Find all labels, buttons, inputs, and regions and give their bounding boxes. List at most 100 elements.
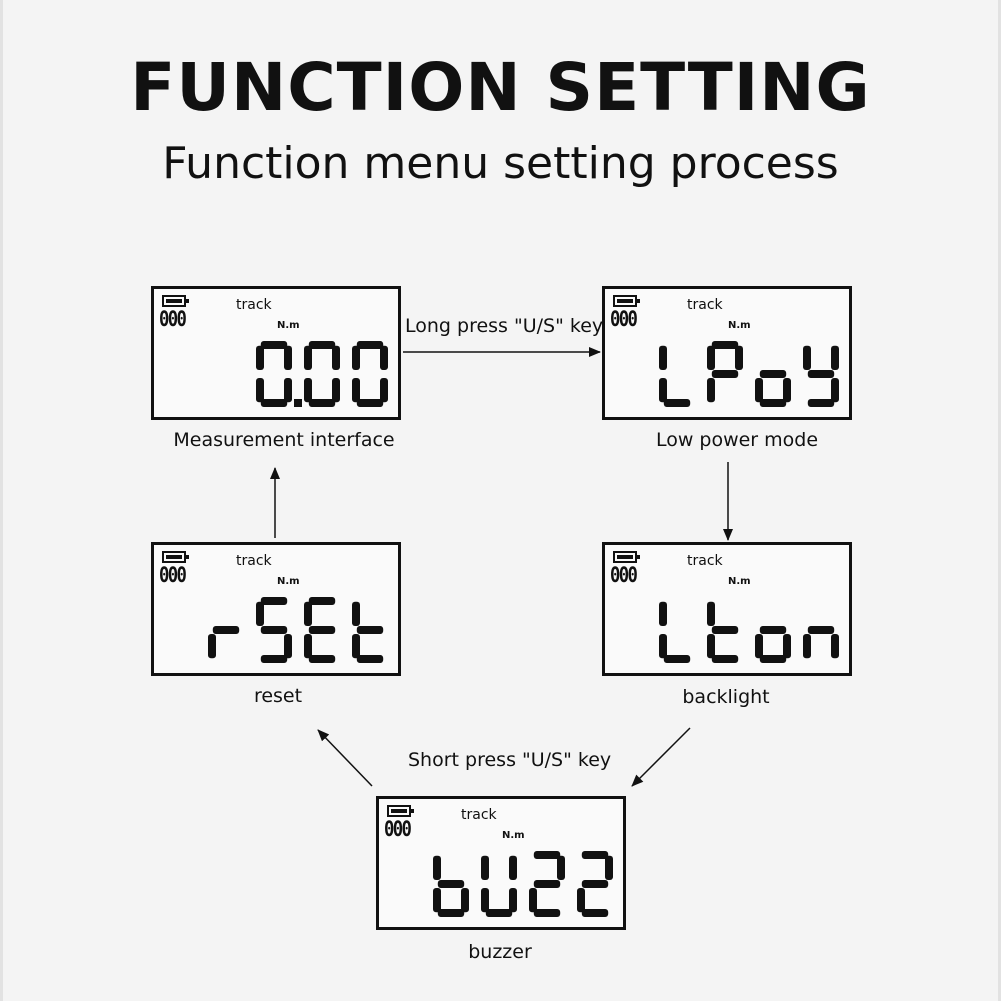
lcd-segment-d <box>260 399 288 407</box>
lcd-segment-c <box>284 634 292 659</box>
battery-icon <box>162 295 189 307</box>
lcd-digit <box>659 601 691 663</box>
lcd-segment-d <box>308 655 336 663</box>
lcd-segment-b <box>509 855 517 880</box>
lcd-segment-d <box>485 909 513 917</box>
lcd-segment-e <box>352 634 360 659</box>
lcd-segment-c <box>831 634 839 659</box>
lcd-segment-b <box>605 855 613 880</box>
lcd-digit <box>577 851 613 917</box>
caption-backlight: backlight <box>682 686 770 708</box>
lcd-segment-e <box>755 378 763 403</box>
lcd-segment-f <box>707 345 715 370</box>
lcd-digit <box>256 597 292 663</box>
lcd-segment-e <box>208 634 216 659</box>
lcd-segment-g <box>759 370 787 378</box>
lcd-digit <box>433 855 469 917</box>
lcd-segment-f <box>352 601 360 626</box>
status-digits: 000 <box>159 307 187 331</box>
lcd-segment-a <box>308 597 336 605</box>
lcd-segment-e <box>529 888 537 913</box>
lcd-segment-b <box>735 345 743 370</box>
lcd-segment-c <box>783 634 791 659</box>
lcd-digit <box>352 601 384 663</box>
unit-label: N.m <box>277 576 300 587</box>
lcd-segment-b <box>557 855 565 880</box>
lcd-segment-a <box>260 597 288 605</box>
lcd-segment-e <box>256 378 264 403</box>
mode-label: track <box>236 553 272 569</box>
caption-reset: reset <box>253 685 303 707</box>
lcd-segment-e <box>659 378 667 403</box>
lcd-segment-g <box>212 626 240 634</box>
lcd-segment-d <box>759 655 787 663</box>
main-display-backlight <box>659 601 839 663</box>
lcd-segment-d <box>437 909 465 917</box>
main-display-measurement <box>256 341 388 407</box>
caption-buzzer: buzzer <box>468 941 532 963</box>
arrow-backlight-to-buzzer <box>631 727 691 787</box>
status-digits: 000 <box>159 563 187 587</box>
lcd-digit <box>707 341 743 403</box>
unit-label: N.m <box>728 576 751 587</box>
battery-icon <box>162 551 189 563</box>
lcd-segment-e <box>577 888 585 913</box>
lcd-segment-d <box>759 399 787 407</box>
caption-measurement: Measurement interface <box>173 429 395 451</box>
lcd-segment-d <box>260 655 288 663</box>
lcd-segment-c <box>831 378 839 403</box>
main-display-buzzer <box>433 851 613 917</box>
battery-icon <box>387 805 414 817</box>
lcd-digit <box>352 341 388 407</box>
lcd-segment-b <box>332 345 340 370</box>
lcd-segment-c <box>284 378 292 403</box>
lcd-segment-g <box>308 626 336 634</box>
lcd-segment-g <box>807 626 835 634</box>
lcd-segment-e <box>755 634 763 659</box>
lcd-segment-e <box>433 888 441 913</box>
lcd-segment-a <box>260 341 288 349</box>
lcd-digit <box>481 855 517 917</box>
lcd-segment-f <box>304 345 312 370</box>
long-press-label: Long press "U/S" key <box>405 315 604 337</box>
lcd-digit <box>304 341 340 407</box>
lcd-digit <box>755 626 791 663</box>
short-press-label: Short press "U/S" key <box>408 749 612 771</box>
lcd-segment-g <box>437 880 465 888</box>
lcd-segment-f <box>256 345 264 370</box>
caption-low-power: Low power mode <box>655 429 819 451</box>
lcd-segment-d <box>711 655 739 663</box>
lcd-segment-d <box>663 399 691 407</box>
page-title: FUNCTION SETTING <box>130 49 871 126</box>
lcd-segment-f <box>803 345 811 370</box>
unit-label: N.m <box>728 320 751 331</box>
arrow-buzzer-to-reset <box>317 729 373 787</box>
left-edge-shadow <box>0 0 3 1001</box>
lcd-segment-g <box>356 626 384 634</box>
mode-label: track <box>236 297 272 313</box>
lcd-segment-g <box>533 880 561 888</box>
lcd-segment-g <box>711 370 739 378</box>
lcd-segment-c <box>332 378 340 403</box>
lcd-segment-b <box>831 345 839 370</box>
lcd-digit <box>755 370 791 407</box>
battery-icon <box>613 295 640 307</box>
lcd-segment-g <box>260 626 288 634</box>
lcd-segment-f <box>481 855 489 880</box>
unit-label: N.m <box>277 320 300 331</box>
lcd-segment-c <box>461 888 469 913</box>
lcd-segment-a <box>533 851 561 859</box>
status-digits: 000 <box>610 563 638 587</box>
lcd-segment-d <box>663 655 691 663</box>
lcd-segment-g <box>711 626 739 634</box>
lcd-segment-f <box>352 345 360 370</box>
lcd-segment-f <box>433 855 441 880</box>
lcd-digit <box>529 851 565 917</box>
lcd-segment-f <box>659 345 667 370</box>
lcd-digit <box>208 626 240 659</box>
